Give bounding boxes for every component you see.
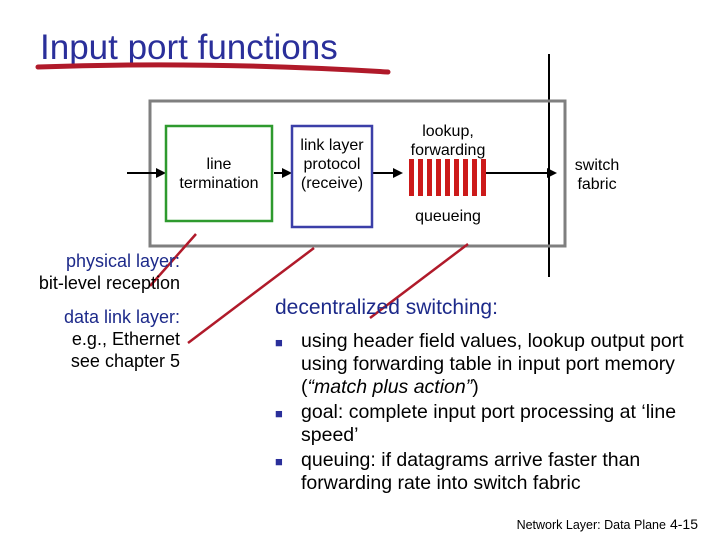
- data-link-layer-line2: see chapter 5: [70, 351, 180, 371]
- data-link-layer-line1: e.g., Ethernet: [71, 329, 180, 349]
- bullet-item: ■queuing: if datagrams arrive faster tha…: [275, 449, 641, 494]
- bullet-icon: ■: [275, 406, 283, 421]
- physical-layer-text: bit-level reception: [38, 273, 180, 293]
- pointer-physical-layer: [149, 233, 197, 287]
- bullet-icon: ■: [275, 454, 283, 469]
- switch-fabric-label: switch fabric: [574, 157, 620, 193]
- footer-label: Network Layer: Data Plane: [516, 518, 666, 532]
- physical-layer-title: physical layer:: [65, 251, 180, 271]
- lookup-forwarding-label: lookup, forwarding: [410, 123, 486, 159]
- link-layer-protocol-label: link layer protocol (receive): [300, 137, 364, 192]
- data-link-layer-title: data link layer:: [63, 307, 180, 327]
- link-layer-box: [290, 124, 374, 229]
- data-link-layer-annotation: data link layer: e.g., Ethernet see chap…: [64, 306, 180, 372]
- pointer-data-link-layer: [187, 247, 315, 344]
- bullet-icon: ■: [275, 335, 283, 350]
- pointer-decentralized: [369, 243, 469, 319]
- queue-icon: [409, 159, 486, 196]
- bullet-item: ■using header field values, lookup outpu…: [275, 330, 684, 398]
- line-termination-label: line termination: [179, 156, 259, 192]
- page-title: Input port functions: [40, 28, 338, 67]
- decentralized-heading: decentralized switching:: [275, 296, 498, 319]
- bullet-list: ■using header field values, lookup outpu…: [275, 330, 705, 497]
- line-termination-box: [164, 124, 274, 223]
- title-underline: [35, 62, 391, 75]
- bullet-item: ■goal: complete input port processing at…: [275, 401, 677, 446]
- page-number: 4-15: [669, 516, 698, 532]
- queueing-label: queueing: [415, 208, 481, 225]
- physical-layer-annotation: physical layer: bit-level reception: [39, 250, 180, 294]
